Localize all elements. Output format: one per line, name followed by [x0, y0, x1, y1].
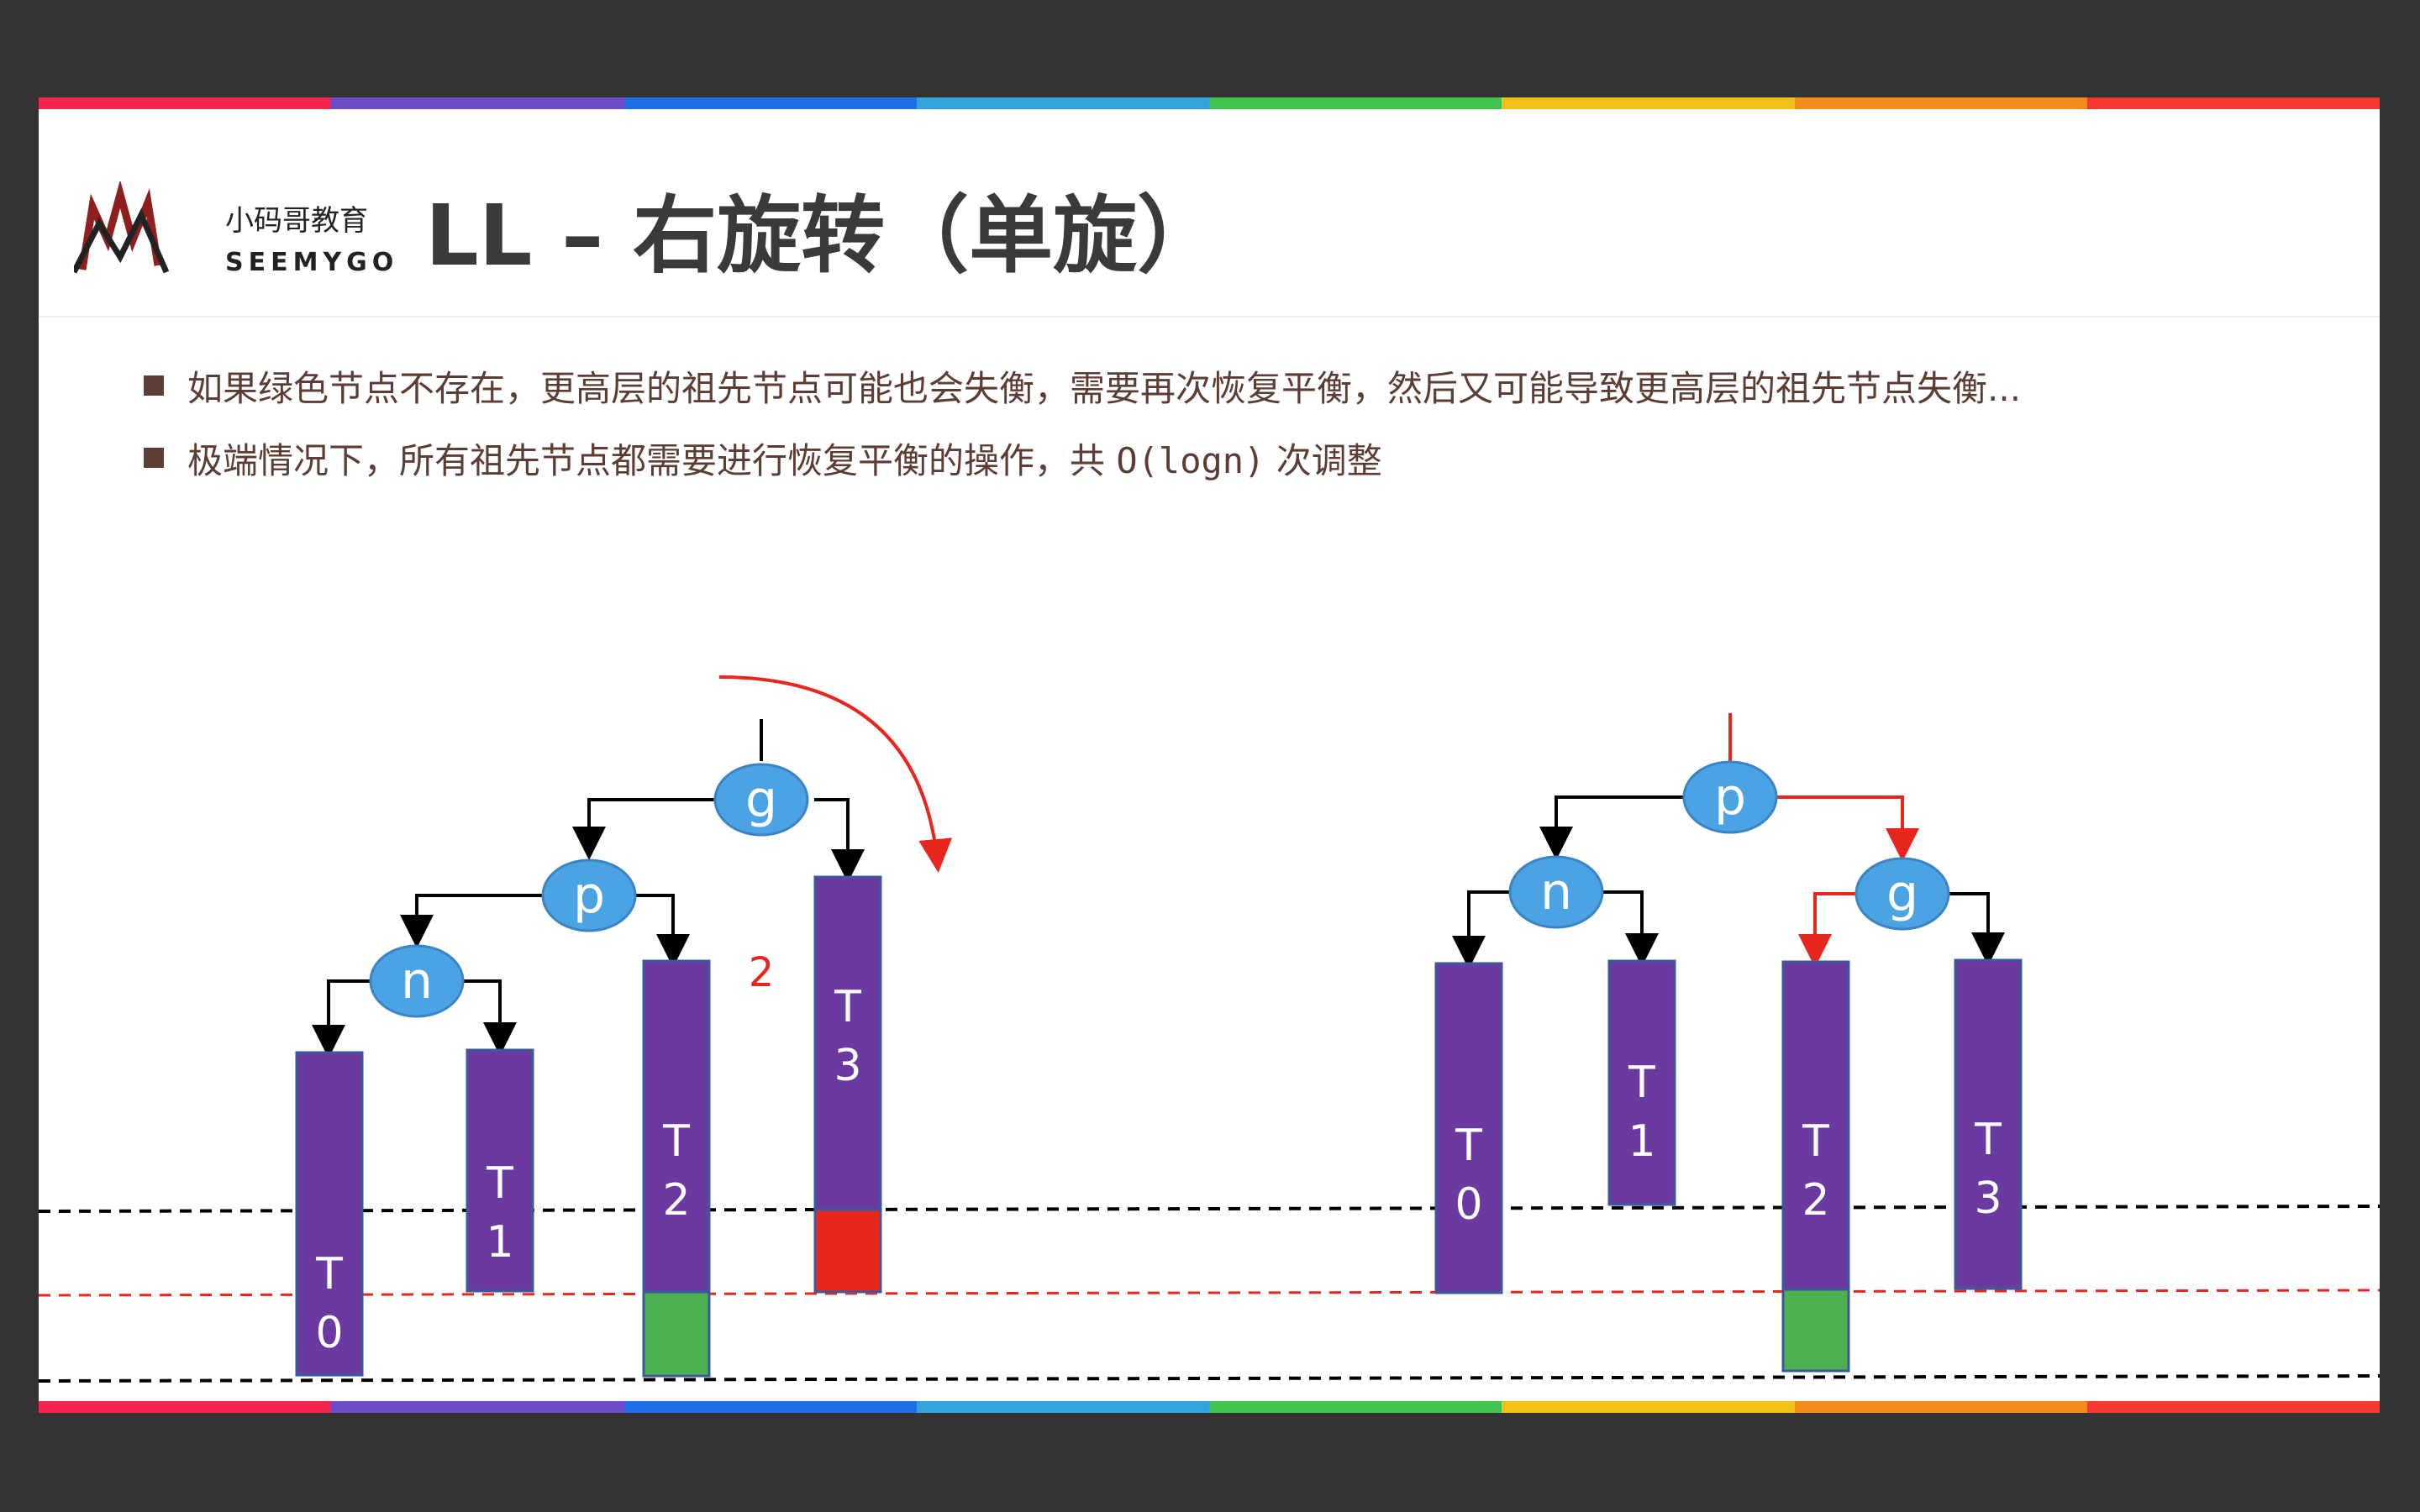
square-bullet-icon	[144, 448, 164, 468]
stripe-segment	[2086, 1401, 2380, 1413]
node-g: g	[713, 763, 809, 837]
stripe-segment	[2086, 97, 2380, 109]
bullet-list: 如果绿色节点不存在，更高层的祖先节点可能也会失衡，需要再次恢复平衡，然后又可能导…	[144, 349, 2021, 494]
height-reference-line	[39, 1374, 2380, 1383]
rotation-arrow	[718, 675, 953, 873]
stripe-segment	[331, 1401, 624, 1413]
node-label: n	[401, 952, 433, 1011]
node-label: n	[1540, 863, 1572, 921]
bullet-text: 如果绿色节点不存在，更高层的祖先节点可能也会失衡，需要再次恢复平衡，然后又可能导…	[187, 367, 2022, 409]
node-p: p	[541, 858, 637, 932]
stripe-segment	[1209, 97, 1502, 109]
bullet-text: 极端情况下，所有祖先节点都需要进行恢复平衡的操作，共 O(logn) 次调整	[187, 433, 1382, 484]
node-n: n	[369, 944, 465, 1018]
slide: 小码哥教育 SEEMYGO LL – 右旋转（单旋） 如果绿色节点不存在，更高层…	[39, 97, 2380, 1413]
bullet-text-part: 极端情况下，所有祖先节点都需要进行恢复平衡的操作，共	[187, 439, 1117, 481]
stripe-segment	[916, 97, 1209, 109]
node-label: p	[1714, 768, 1746, 827]
imbalance-block	[813, 1208, 882, 1294]
node-label: p	[573, 866, 605, 925]
stripe-segment	[1794, 1401, 2087, 1413]
stripe-segment	[331, 97, 624, 109]
logo-en-text: SEEMYGO	[225, 248, 398, 277]
bullet-item: 极端情况下，所有祖先节点都需要进行恢复平衡的操作，共 O(logn) 次调整	[144, 422, 2021, 494]
height-reference-line	[39, 1205, 2380, 1213]
node-p: p	[1682, 760, 1778, 834]
stripe-segment	[1502, 97, 1795, 109]
added-node-block	[1781, 1288, 1850, 1373]
bullet-item: 如果绿色节点不存在，更高层的祖先节点可能也会失衡，需要再次恢复平衡，然后又可能导…	[144, 349, 2021, 422]
balance-factor-label: 2	[749, 949, 775, 996]
stripe-segment	[623, 97, 917, 109]
node-g: g	[1854, 857, 1950, 931]
header-divider	[39, 316, 2380, 318]
added-node-block	[642, 1290, 711, 1378]
complexity-code: O(logn)	[1116, 439, 1265, 481]
imbalance-reference-line	[39, 1289, 2380, 1297]
stripe-segment	[916, 1401, 1209, 1413]
logo-cn-text: 小码哥教育	[225, 204, 368, 238]
stripe-segment	[1209, 1401, 1502, 1413]
node-label: g	[745, 770, 777, 829]
node-label: g	[1886, 864, 1918, 923]
stripe-segment	[1502, 1401, 1795, 1413]
page-title: LL – 右旋转（单旋）	[425, 186, 1222, 285]
bullet-text-part: 次调整	[1265, 439, 1382, 481]
seemygo-logo: 小码哥教育 SEEMYGO	[74, 181, 398, 277]
top-color-stripe	[39, 97, 2380, 109]
bottom-color-stripe	[39, 1401, 2380, 1413]
stripe-segment	[623, 1401, 917, 1413]
stripe-segment	[39, 97, 332, 109]
stripe-segment	[39, 1401, 332, 1413]
stripe-segment	[1794, 97, 2087, 109]
square-bullet-icon	[144, 375, 164, 396]
node-n: n	[1508, 855, 1604, 929]
